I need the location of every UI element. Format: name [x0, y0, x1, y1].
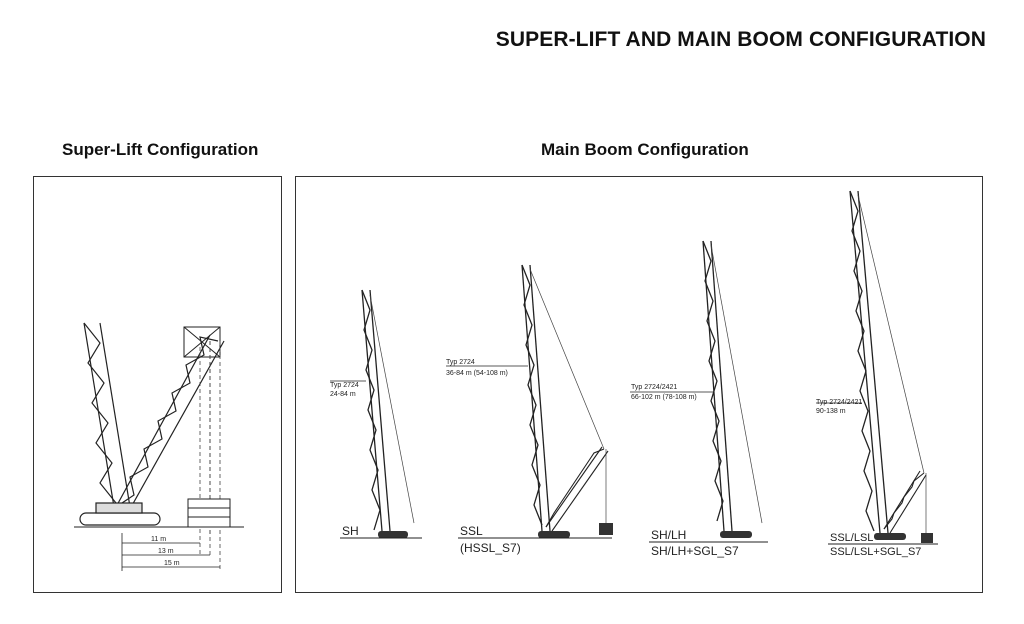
super-lift-title: Super-Lift Configuration — [62, 140, 259, 159]
crane-ssl-crawler — [538, 531, 570, 538]
super-lift-boom-head — [183, 326, 221, 358]
crane-sh-lh-crawler — [720, 531, 752, 538]
dimension-label-11m: 11 m — [151, 536, 166, 543]
crane-ssl-lsl-superlift-mast — [883, 470, 927, 534]
super-lift-mast — [83, 322, 131, 508]
crane-sh-length-label: 24-84 m — [330, 391, 356, 398]
crane-sh-lh-length-label: 66-102 m (78-108 m) — [631, 394, 697, 401]
dimension-label-13m: 13 m — [158, 548, 174, 555]
crane-ssl-superlift-mast — [545, 446, 609, 532]
crane-sh-pendant — [369, 294, 415, 524]
crane-ssl-lsl: Typ 2724/2421 90-138 m SSL/LSL SSL/LSL+S… — [816, 190, 938, 558]
crane-sh-lh-boom — [702, 240, 733, 532]
super-lift-dimensions — [121, 533, 220, 571]
crane-ssl-boom — [521, 264, 551, 532]
crane-ssl-type-label: Typ 2724 — [446, 359, 475, 366]
crane-ssl-sub-label: (HSSL_S7) — [460, 541, 521, 555]
crane-ssl-lsl-crawler — [874, 533, 906, 540]
super-lift-crawler — [79, 502, 161, 526]
crane-sh-lh-pendant — [710, 244, 763, 524]
dimension-label-15m: 15 m — [164, 560, 180, 567]
crane-sh-lh-sub-label: SH/LH+SGL_S7 — [651, 544, 739, 558]
crane-sh-crawler — [378, 531, 408, 538]
crane-sh-boom — [361, 289, 391, 532]
crane-ssl-lsl-type-label: Typ 2724/2421 — [816, 399, 862, 406]
crane-sh-lh-type-label: Typ 2724/2421 — [631, 384, 677, 391]
crane-sh: Typ 2724 24-84 m SH — [330, 289, 422, 539]
page-title: SUPER-LIFT AND MAIN BOOM CONFIGURATION — [495, 28, 986, 51]
crane-ssl-lsl-config-label: SSL/LSL — [830, 532, 873, 544]
super-lift-counterweight — [187, 498, 231, 528]
crane-ssl-counterweight — [599, 523, 613, 535]
main-boom-title: Main Boom Configuration — [541, 140, 749, 159]
main-boom-panel: Typ 2724 24-84 m SH Typ 2724 36-84 m — [295, 176, 983, 593]
crane-ssl-lsl-boom — [849, 190, 889, 534]
crane-sh-lh-config-label: SH/LH — [651, 528, 686, 542]
main-boom-diagram: Typ 2724 24-84 m SH Typ 2724 36-84 m — [330, 190, 938, 558]
crane-ssl: Typ 2724 36-84 m (54-108 m) SSL (HSSL_S7… — [446, 264, 613, 555]
crane-sh-type-label: Typ 2724 — [330, 382, 359, 389]
crane-ssl-lsl-length-label: 90-138 m — [816, 408, 846, 415]
crane-ssl-lsl-sub-label: SSL/LSL+SGL_S7 — [830, 546, 921, 558]
crane-ssl-length-label: 36-84 m (54-108 m) — [446, 370, 508, 377]
super-lift-diagram: 11 m 13 m 15 m — [74, 322, 244, 571]
crane-ssl-config-label: SSL — [460, 524, 483, 538]
super-lift-boom — [115, 334, 225, 510]
super-lift-panel: 11 m 13 m 15 m — [33, 176, 282, 593]
super-lift-guide-lines — [199, 341, 221, 569]
crane-ssl-lsl-counterweight — [921, 533, 933, 543]
crane-sh-lh: Typ 2724/2421 66-102 m (78-108 m) SH/LH … — [630, 240, 768, 558]
crane-sh-config-label: SH — [342, 524, 359, 538]
